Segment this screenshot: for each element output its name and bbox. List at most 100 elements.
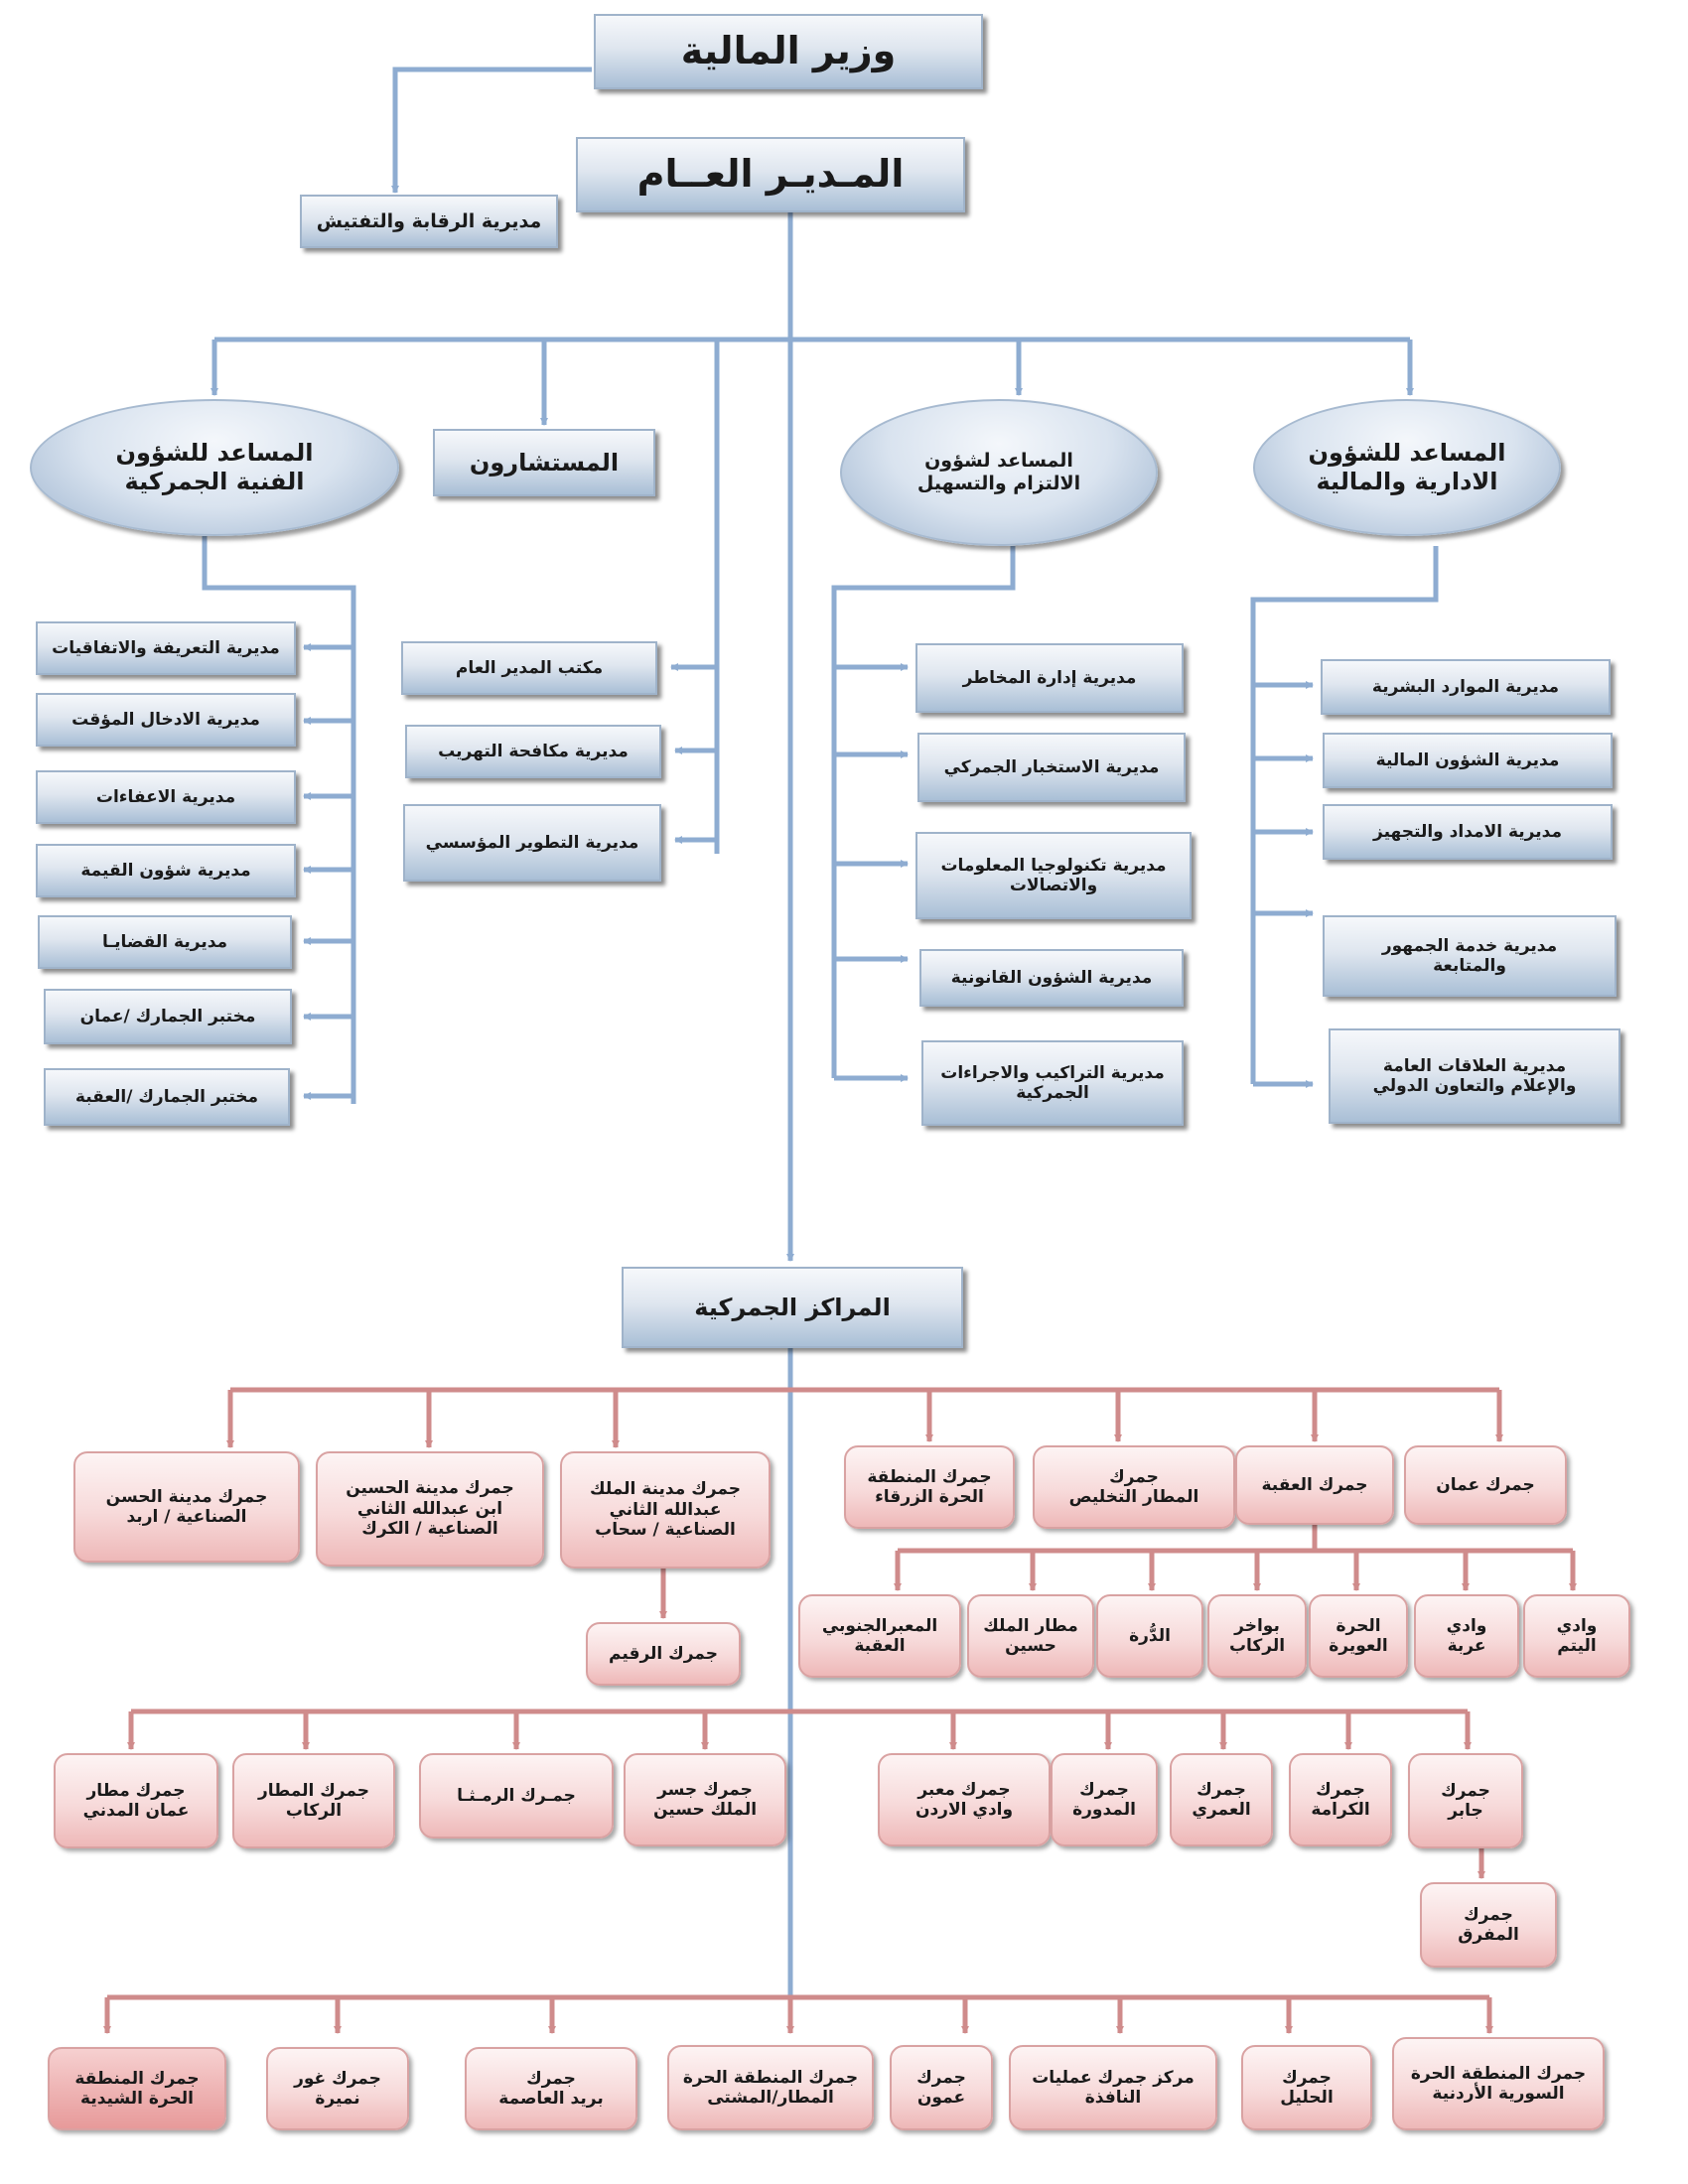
center-amman: جمرك عمان [1404,1445,1567,1525]
aqaba-king-hussein-airport: مطار الملك حسين [967,1594,1094,1678]
center-aqaba: جمرك العقبة [1235,1445,1394,1525]
general-director-label: المـديـر العــام [636,152,905,197]
center-ruqaim: جمرك الرقيم [586,1622,741,1686]
directorate-label: مديرية مكافحة التهريب [438,741,629,761]
assistant-technical-label: المساعد للشؤون الفنية الجمركية [115,439,314,495]
assistant-compliance: المساعد لشؤون الالتزام والتسهيل [840,399,1158,546]
center-label: جمرك جابر [1441,1780,1490,1821]
center-label: جمرك المدورة [1072,1779,1136,1820]
directorate-valuation: مديرية شؤون القيمة [36,844,296,897]
inspection-label: مديرية الرقابة والتفتيش [316,209,542,232]
directorate-temporary-admission: مديرية الادخال المؤقت [36,693,296,747]
customs-centers-box: المراكز الجمركية [622,1267,963,1348]
directorate-label: مختبر الجمارك /عمان [79,1006,256,1026]
directorate-label: مديرية الادخال المؤقت [71,709,260,730]
directorate-anti-smuggling: مديرية مكافحة التهريب [405,725,661,778]
aqaba-passenger-ships: بواخر الركاب [1207,1594,1307,1678]
center-label: جمرك غور نميرة [294,2068,381,2109]
center-label: مطار الملك حسين [983,1615,1078,1656]
center-label: جمرك المفرق [1458,1904,1519,1945]
directorate-risk-management: مديرية إدارة المخاطر [915,643,1184,713]
center-label: جمرك المطار التخليص [1068,1466,1199,1507]
directorate-label: مديرية الاعفاءات [95,786,236,807]
directorate-procedures: مديرية التراكيب والاجراءات الجمركية [921,1040,1184,1126]
technical-spine [202,536,356,1104]
center-label: جمرك الكرامة [1311,1779,1370,1820]
center-single-window-operations: مركز جمرك عمليات النافذة [1009,2045,1217,2130]
directorate-it: مديرية تكنولوجيا المعلومات والاتصالات [915,832,1192,919]
center-label: جمرك العمري [1192,1779,1251,1820]
center-label: مركز جمرك عمليات النافذة [1032,2067,1195,2108]
center-label: جمـرك الرمـثـا [457,1785,576,1806]
center-omari: جمرك العمري [1170,1753,1273,1846]
center-king-hussein-bridge: جمرك جسر الملك حسين [624,1753,786,1846]
directorate-cases: مديرية القضايـا [38,915,292,969]
center-label: جمرك الحليل [1280,2067,1334,2108]
center-label: جمرك المنطقة الحرة الزرقاء [867,1466,992,1507]
general-director-box: المـديـر العــام [576,137,965,212]
center-label: جمرك مدينة الحسن الصناعية / اربد [105,1486,268,1527]
directorate-human-resources: مديرية الموارد البشرية [1321,659,1611,715]
center-label: جمرك المنطقة الحرة الشيدية [74,2068,200,2109]
center-abdullah-industrial: جمرك مدينة الملك عبدالله الثاني الصناعية… [560,1451,771,1569]
center-zarqa-free-zone: جمرك المنطقة الحرة الزرقاء [844,1445,1015,1529]
directorate-label: مديرية العلاقات العامة والإعلام والتعاون… [1372,1055,1577,1096]
directorate-label: مديرية الشؤون القانونية [950,967,1153,988]
center-hulail: جمرك الحليل [1241,2045,1372,2130]
directorate-public-relations: مديرية العلاقات العامة والإعلام والتعاون… [1329,1028,1620,1124]
center-jaber: جمرك جابر [1408,1753,1523,1848]
center-label: جمرك عمون [916,2067,966,2108]
directorate-label: مكتب المدير العام [455,657,604,678]
directorate-label: مديرية التطوير المؤسسي [425,832,639,853]
inspection-directorate: مديرية الرقابة والتفتيش [300,195,558,248]
assistant-technical: المساعد للشؤون الفنية الجمركية [30,399,399,536]
customs-centers-label: المراكز الجمركية [694,1293,891,1321]
center-karama: جمرك الكرامة [1289,1753,1392,1846]
center-amman-civil-airport: جمرك مطار عمان المدني [54,1753,218,1848]
directorate-label: مديرية الاستخبار الجمركي [943,756,1160,777]
advisors-label: المستشارون [469,448,620,477]
center-label: جمرك مطار عمان المدني [82,1780,190,1821]
assistant-admin: المساعد للشؤون الادارية والمالية [1253,399,1561,536]
assistant-admin-label: المساعد للشؤون الادارية والمالية [1308,439,1506,495]
center-airport-clearance: جمرك المطار التخليص [1033,1445,1235,1529]
directorate-label: مديرية التراكيب والاجراءات الجمركية [940,1062,1165,1103]
center-label: جمرك مدينة الحسين ابن عبدالله الثاني الص… [346,1478,514,1540]
center-label: الحرة العويرة [1329,1615,1388,1656]
center-ghor-numeira: جمرك غور نميرة [266,2047,409,2130]
directorate-institutional-development: مديرية التطوير المؤسسي [403,804,661,882]
directorate-label: مديرية خدمة الجمهور والمتابعة [1381,935,1558,976]
center-jordan-valley-crossing: جمرك معبر وادي الاردن [878,1753,1051,1846]
center-label: جمرك المنطقة الحرة السورية الأردنية [1410,2063,1587,2104]
directorate-label: مديرية الامداد والتجهيز [1373,821,1562,842]
directorate-label: مديرية الموارد البشرية [1371,676,1560,697]
center-label: جمرك معبر وادي الاردن [914,1779,1014,1820]
center-label: وادي عربة [1446,1615,1487,1656]
center-mudawwara: جمرك المدورة [1051,1753,1158,1846]
lab-amman: مختبر الجمارك /عمان [44,989,292,1044]
directorate-label: مديرية إدارة المخاطر [962,667,1137,688]
center-label: المعبرالجنوبي العقبة [821,1615,938,1656]
directorate-label: مديرية الشؤون المالية [1375,750,1560,770]
office-general-director: مكتب المدير العام [401,641,657,695]
advisors-box: المستشارون [433,429,655,496]
center-label: جمرك بريد العاصمة [498,2068,604,2109]
center-label: جمرك مدينة الملك عبدالله الثاني الصناعية… [590,1479,741,1541]
center-label: جمرك المنطقة الحرة المطار/المشتى [682,2067,859,2108]
center-airport-passengers: جمرك المطار الركاب [232,1753,395,1848]
center-label: جمرك العقبة [1261,1474,1368,1495]
center-label: الدُّرة [1129,1625,1171,1646]
center-label: جمرك جسر الملك حسين [652,1779,758,1820]
center-mafraq: جمرك المفرق [1420,1882,1557,1968]
lab-aqaba: مختبر الجمارك /العقبة [44,1068,290,1126]
center-label: بواخر الركاب [1228,1615,1286,1656]
center-label: جمرك عمان [1436,1474,1535,1495]
directorate-financial-affairs: مديرية الشؤون المالية [1323,733,1613,788]
center-ramtha: جمـرك الرمـثـا [419,1753,614,1839]
center-label: جمرك الرقيم [609,1643,718,1664]
minister-label: وزير المالية [680,29,897,73]
directorate-public-service: مديرية خدمة الجمهور والمتابعة [1323,915,1617,997]
aqaba-wadi-alyatm: وادي اليتم [1523,1594,1630,1678]
directorate-label: مديرية تكنولوجيا المعلومات والاتصالات [940,855,1167,895]
